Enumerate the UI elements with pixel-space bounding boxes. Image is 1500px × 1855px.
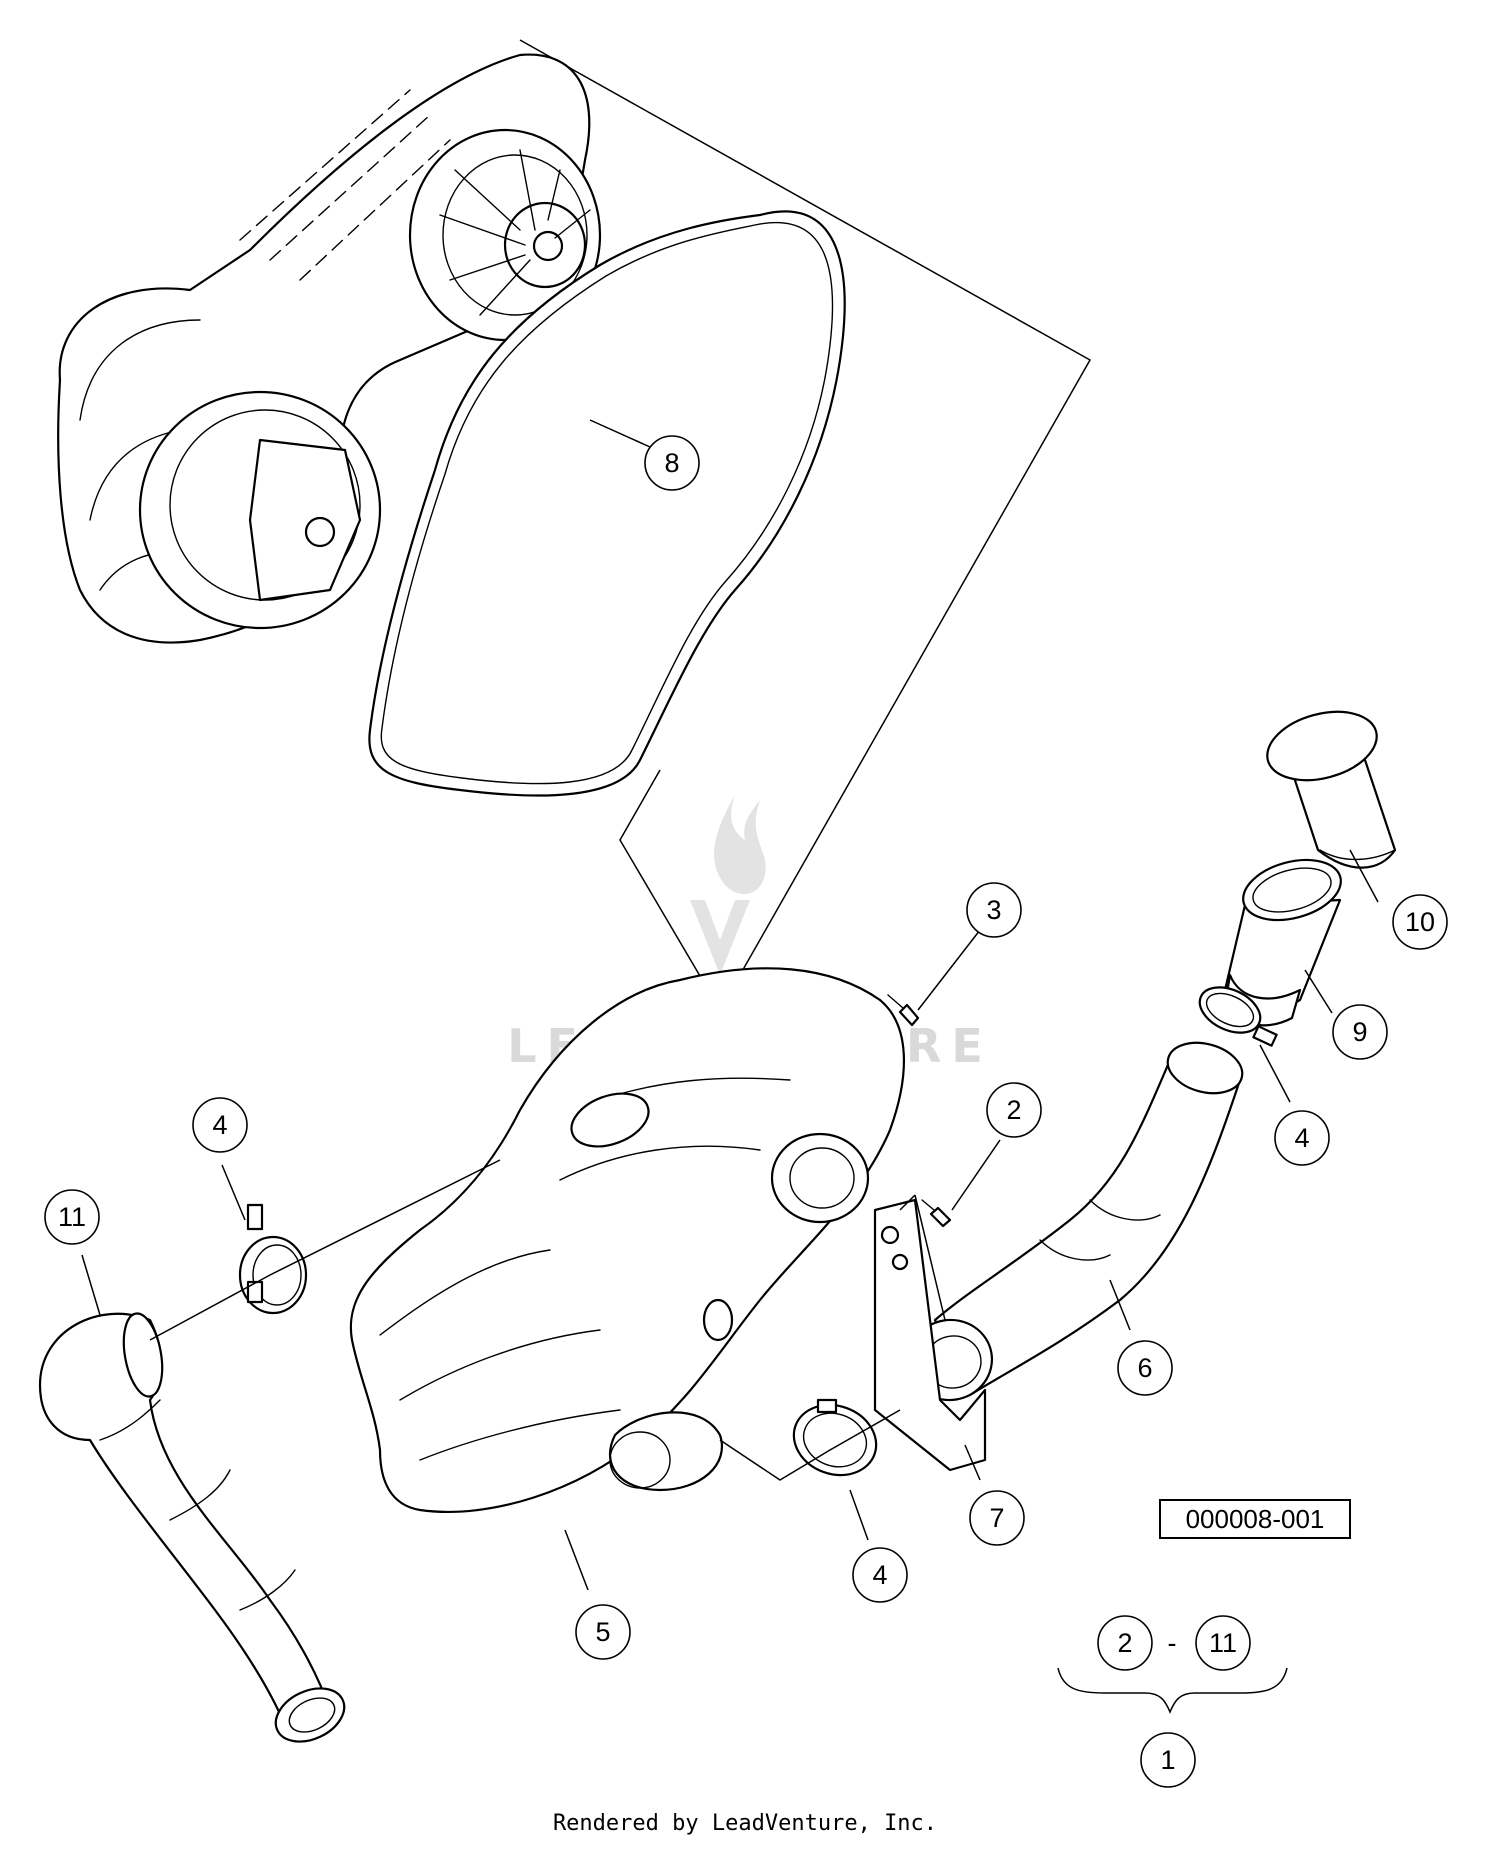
intake-duct-part-6: [906, 1041, 1244, 1402]
group-parent-label: 1: [1160, 1745, 1175, 1775]
clamp-part-4-upper: [1198, 986, 1278, 1047]
callout-label-4: 4: [1294, 1123, 1309, 1153]
callout-label-2: 2: [1006, 1095, 1021, 1125]
explode-line-clamp: [719, 1409, 901, 1481]
callout-bubbles: 8 3 10 9 2 4 4 11 6 7 4 5: [44, 435, 1448, 1660]
group-brace: [1057, 1667, 1288, 1714]
callout-label-4: 4: [872, 1560, 887, 1590]
callout-circle-11: [44, 1189, 100, 1245]
clutch-cover-assembly: [57, 53, 602, 644]
group-to-label: 11: [1209, 1628, 1237, 1658]
explode-line-screw: [899, 1194, 946, 1321]
callout-label-9: 9: [1352, 1017, 1367, 1047]
callout-label-6: 6: [1137, 1353, 1152, 1383]
group-dash: -: [1168, 1628, 1177, 1658]
clamp-part-4-left: [238, 1203, 308, 1315]
callout-circle-2: [986, 1082, 1042, 1138]
bracket-part-7: [873, 1198, 987, 1472]
group-to-circle: [1195, 1615, 1251, 1671]
drawing-number-text: 000008-001: [1186, 1504, 1325, 1534]
callout-label-10: 10: [1405, 907, 1435, 937]
callout-label-7: 7: [989, 1503, 1004, 1533]
screw-part-2: [921, 1199, 952, 1228]
callout-label-8: 8: [664, 448, 679, 478]
callout-label-4: 4: [212, 1110, 227, 1140]
drive-belt-part-8: [368, 210, 846, 797]
bolt-part-3: [887, 994, 920, 1027]
outlet-duct-part-11: [38, 1312, 346, 1743]
callout-circle-10: [1392, 894, 1448, 950]
footer-credit: Rendered by LeadVenture, Inc.: [553, 1811, 937, 1836]
callout-circle-5: [575, 1604, 631, 1660]
callout-circle-4: [192, 1097, 248, 1153]
callout-circle-8: [644, 435, 700, 491]
callout-circle-4: [852, 1547, 908, 1603]
callout-label-5: 5: [595, 1617, 610, 1647]
callout-circle-7: [969, 1490, 1025, 1546]
callout-label-3: 3: [986, 895, 1001, 925]
group-from-circle: [1097, 1615, 1153, 1671]
callout-circle-4: [1274, 1110, 1330, 1166]
callout-circle-6: [1117, 1340, 1173, 1396]
filter-part-9: [1223, 858, 1342, 1027]
group-callout: 2 - 11 1: [1057, 1615, 1288, 1788]
explode-line-outlet: [149, 1159, 501, 1341]
callout-circle-3: [966, 882, 1022, 938]
callout-leaders: [81, 419, 1379, 1591]
group-parent-circle: [1140, 1732, 1196, 1788]
drawing-number: 000008-001: [1159, 1499, 1351, 1539]
callout-circle-9: [1332, 1004, 1388, 1060]
housing-part-5: [349, 967, 906, 1514]
group-from-label: 2: [1117, 1628, 1132, 1658]
callout-label-11: 11: [58, 1202, 86, 1232]
outer-sleeve-part-10: [1266, 710, 1397, 869]
clamp-part-4-lower: [792, 1398, 878, 1477]
